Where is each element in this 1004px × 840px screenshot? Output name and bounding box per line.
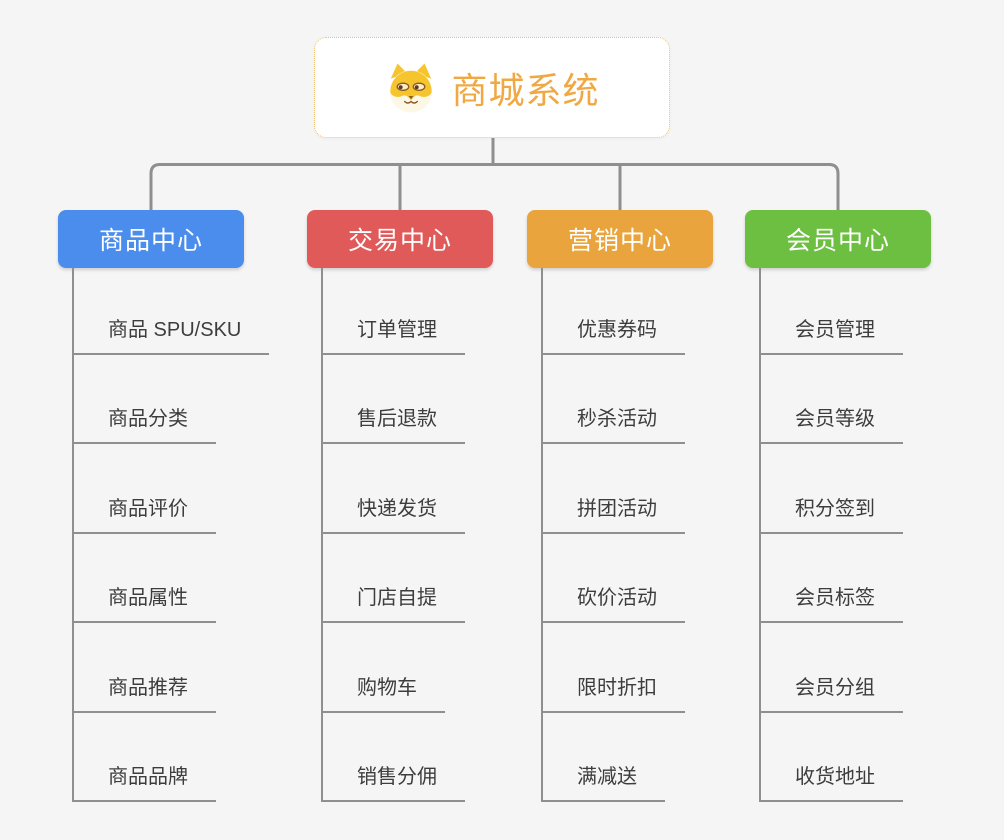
shiba-dog-icon: [384, 61, 438, 115]
child-topic[interactable]: 商品 SPU/SKU: [74, 315, 270, 355]
child-topic[interactable]: 限时折扣: [543, 673, 685, 713]
branch-topic[interactable]: 会员中心: [745, 210, 931, 268]
child-topic[interactable]: 砍价活动: [543, 583, 685, 624]
branch-children-column: 商品 SPU/SKU 商品分类商品评价商品属性商品推荐商品品牌: [72, 268, 270, 802]
child-topic[interactable]: 商品推荐: [74, 673, 216, 713]
child-topic[interactable]: 快递发货: [323, 494, 465, 534]
child-topic[interactable]: 商品属性: [74, 583, 216, 624]
child-topic[interactable]: 订单管理: [323, 315, 465, 355]
child-topic[interactable]: 优惠券码: [543, 315, 685, 355]
child-topic[interactable]: 满减送: [543, 762, 665, 802]
branch-topic-label: 商品中心: [98, 227, 203, 255]
child-topic[interactable]: 会员管理: [761, 315, 903, 355]
child-topic[interactable]: 购物车: [323, 673, 445, 713]
child-topic[interactable]: 会员分组: [761, 673, 903, 713]
root-topic[interactable]: 商城系统: [314, 37, 670, 138]
branch-topic[interactable]: 营销中心: [527, 210, 713, 268]
child-topic[interactable]: 商品评价: [74, 494, 216, 534]
branch-topic-label: 营销中心: [567, 227, 672, 255]
branch-topic-label: 会员中心: [785, 227, 890, 255]
branch-topic-label: 交易中心: [347, 227, 452, 255]
child-topic[interactable]: 秒杀活动: [543, 404, 685, 445]
child-topic[interactable]: 积分签到: [761, 494, 903, 534]
child-topic[interactable]: 售后退款: [323, 404, 465, 445]
child-topic[interactable]: 会员标签: [761, 583, 903, 624]
branch-topic[interactable]: 交易中心: [307, 210, 493, 268]
child-topic[interactable]: 会员等级: [761, 404, 903, 445]
branch-children-column: 优惠券码秒杀活动拼团活动砍价活动限时折扣满减送: [541, 268, 685, 802]
child-topic[interactable]: 商品品牌: [74, 762, 216, 802]
child-topic[interactable]: 拼团活动: [543, 494, 685, 534]
child-topic[interactable]: 销售分佣: [323, 762, 465, 802]
child-topic[interactable]: 门店自提: [323, 583, 465, 624]
branch-children-column: 订单管理售后退款快递发货门店自提购物车销售分佣: [321, 268, 465, 802]
root-topic-title: 商城系统: [451, 69, 600, 111]
child-topic[interactable]: 收货地址: [761, 762, 903, 802]
branch-children-column: 会员管理会员等级积分签到会员标签会员分组收货地址: [759, 268, 903, 802]
child-topic[interactable]: 商品分类: [74, 404, 216, 445]
branch-topic[interactable]: 商品中心: [58, 210, 244, 268]
